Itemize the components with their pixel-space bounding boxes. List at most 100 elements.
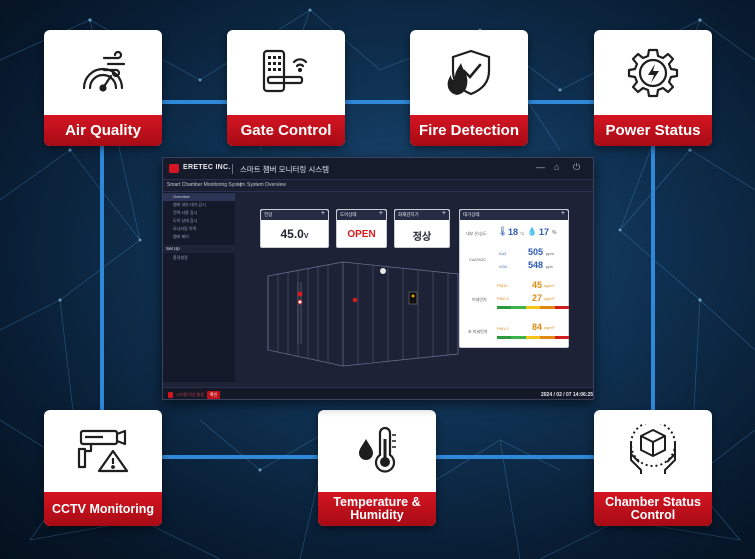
co2-unit: ppm (546, 251, 554, 256)
expand-plus-icon[interactable]: + (441, 210, 446, 217)
app-title: 스마트 챔버 모니터링 시스템 (240, 165, 330, 174)
brand-logo-icon (169, 164, 179, 173)
pm10-value: 45 (532, 280, 543, 290)
voc-value: 548 (528, 260, 544, 270)
breadcrumb-separator: | (240, 182, 242, 188)
pm25-value: 27 (532, 293, 543, 303)
connector-left-vertical (100, 100, 104, 459)
thermometer-drop-icon (318, 410, 436, 490)
expand-plus-icon[interactable]: + (320, 210, 325, 217)
co2-label: Co2 (499, 251, 507, 256)
title-bar: ERETEC INC. 스마트 챔버 모니터링 시스템 — ⌂ ⏻ (163, 158, 593, 180)
ultrafine-pm-label: 초 미세먼지 (468, 329, 488, 334)
voc-unit: ppb (546, 264, 553, 269)
voltage-unit: V (303, 233, 309, 240)
co2-value: 505 (528, 247, 544, 257)
feature-card-cctv: CCTV Monitoring (44, 410, 162, 526)
humidity-unit: % (552, 230, 557, 236)
panel-header: 화재감지기 + (395, 210, 449, 220)
fire-shield-icon (410, 30, 528, 114)
panel-header: 도어상태 + (337, 210, 386, 220)
feature-label: Power Status (594, 115, 712, 146)
door-status-value: OPEN (347, 229, 376, 240)
expand-plus-icon[interactable]: + (560, 210, 565, 217)
app-window: ERETEC INC. 스마트 챔버 모니터링 시스템 — ⌂ ⏻ Smart … (162, 157, 594, 400)
pm-label: 미세먼지 (472, 297, 487, 302)
gear-lightning-icon (594, 30, 712, 114)
pm10-unit: ug/m³ (544, 283, 555, 288)
humidity-value: 17 (539, 227, 550, 237)
fire-panel: 화재감지기 + 정상 (394, 209, 450, 248)
air-quality-gauge-icon (44, 30, 162, 114)
brand-name: ERETEC INC. (183, 164, 231, 171)
temperature-unit: °C (520, 231, 525, 236)
voc-label: VOC (499, 264, 508, 269)
pm1-scale-bar (497, 336, 570, 339)
pm1-label: PM1.0 (497, 326, 509, 331)
sidebar-item-overview[interactable]: Overview (163, 193, 235, 201)
environment-panel: 대기상태 + 내부 온/습도 🌡 18 °C 💧 17 % Co2/VOC Co… (459, 209, 570, 348)
status-bar: 시스템 이상 발생 확인 2024 / 02 / 07 14:06:25 (163, 387, 594, 399)
door-panel: 도어상태 + OPEN (336, 209, 387, 248)
chamber-container-illustration (267, 261, 459, 367)
voltage-panel: 전압 + 45.0V (260, 209, 329, 248)
pm1-value: 84 (532, 322, 543, 332)
pm25-unit: ug/m³ (544, 296, 555, 301)
alert-icon (168, 392, 173, 398)
sidebar-item-history[interactable]: 모니터링 이력 (173, 226, 197, 231)
sidebar-item-control[interactable]: 챔버 제어 (173, 234, 189, 239)
panel-header: 대기상태 + (460, 210, 568, 220)
connector-top-horizontal (100, 100, 655, 104)
sidebar-item-door[interactable]: 도어 상태 감시 (173, 218, 198, 223)
connector-right-vertical (651, 100, 655, 459)
voltage-value: 45.0V (261, 227, 328, 241)
fire-status-value: 정상 (412, 232, 432, 243)
title-divider (232, 164, 233, 174)
door-panel-title: 도어상태 (340, 212, 357, 217)
home-icon[interactable]: ⌂ (554, 162, 560, 172)
sidebar-item-power[interactable]: 전력 사용 감시 (173, 210, 198, 215)
env-panel-title: 대기상태 (463, 212, 480, 217)
humidity-drop-icon: 💧 (527, 227, 537, 236)
breadcrumb-current: System Overview (247, 182, 286, 188)
status-message: 시스템 이상 발생 (176, 392, 204, 397)
feature-card-temperature: Temperature & Humidity (318, 410, 436, 526)
power-icon[interactable]: ⏻ (573, 162, 581, 172)
temp-humidity-label: 내부 온/습도 (466, 231, 487, 236)
pm25-label: PM2.5 (497, 296, 509, 301)
hands-box-icon (594, 410, 712, 490)
voltage-panel-title: 전압 (264, 212, 273, 217)
breadcrumb: Smart Chamber Monitoring System | System… (163, 180, 593, 192)
expand-plus-icon[interactable]: + (378, 210, 383, 217)
breadcrumb-root[interactable]: Smart Chamber Monitoring System (167, 182, 246, 188)
feature-card-power-status: Power Status (594, 30, 712, 146)
pm1-unit: ug/m³ (544, 325, 555, 330)
feature-label: Gate Control (227, 115, 345, 146)
current-date: 2024 / 02 / 07 (541, 392, 572, 398)
feature-card-fire-detection: Fire Detection (410, 30, 528, 146)
door-lock-keypad-icon (227, 30, 345, 114)
sidebar-item-air[interactable]: 챔버 내부 대기 감시 (173, 202, 206, 207)
temperature-value: 18 (508, 227, 519, 237)
feature-label: Air Quality (44, 115, 162, 146)
sidebar-section-setup: Set Up (163, 245, 235, 253)
minimize-icon[interactable]: — (536, 162, 545, 172)
feature-card-chamber-status: Chamber Status Control (594, 410, 712, 526)
voltage-number: 45.0 (280, 227, 304, 241)
feature-label: Temperature & Humidity (318, 492, 436, 526)
sidebar-item-settings[interactable]: 환경설정 (173, 255, 188, 260)
feature-label: Fire Detection (410, 115, 528, 146)
sidebar: Overview 챔버 내부 대기 감시 전력 사용 감시 도어 상태 감시 모… (163, 192, 235, 382)
feature-label: Chamber Status Control (594, 492, 712, 526)
current-time: 14:06:25 (573, 392, 594, 398)
feature-card-gate-control: Gate Control (227, 30, 345, 146)
cctv-camera-warning-icon (44, 410, 162, 490)
co2-voc-label: Co2/VOC (469, 257, 487, 262)
panel-header: 전압 + (261, 210, 328, 220)
pm10-label: PM10 (497, 283, 508, 288)
thermometer-icon: 🌡 (497, 226, 509, 236)
feature-card-air-quality: Air Quality (44, 30, 162, 146)
fire-panel-title: 화재감지기 (398, 212, 419, 217)
acknowledge-button[interactable]: 확인 (207, 391, 221, 399)
pm-scale-bar (497, 306, 570, 309)
